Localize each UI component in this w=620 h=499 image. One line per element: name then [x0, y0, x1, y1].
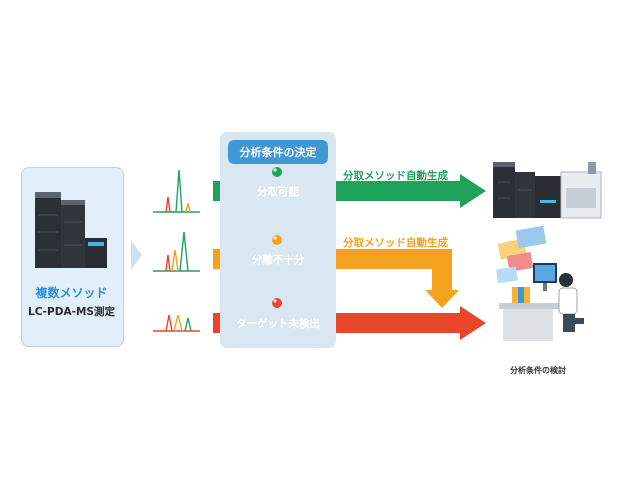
review-caption: 分析条件の検討 — [510, 366, 566, 375]
flow-chevron-icon — [131, 240, 142, 270]
outcome-label-separable: 分取可能 — [257, 186, 299, 198]
input-title: 複数メソッド — [35, 286, 108, 300]
auto-method-label-top: 分取メソッド自動生成 — [343, 170, 448, 182]
prep-lc-system-icon — [493, 162, 602, 219]
auto-method-label-middle: 分取メソッド自動生成 — [343, 237, 448, 249]
chromatogram-insufficient-icon — [153, 231, 200, 272]
outcome-label-notdetected: ターゲット未検出 — [236, 318, 320, 330]
input-subtitle: LC-PDA-MS測定 — [28, 306, 115, 318]
scientist-workstation-icon — [496, 225, 584, 341]
chromatogram-notdetected-icon — [153, 314, 200, 332]
lc-instrument-icon — [35, 192, 107, 268]
outcome-label-insufficient: 分離不十分 — [251, 254, 305, 266]
chromatogram-separable-icon — [153, 169, 200, 213]
decision-header: 分析条件の決定 — [228, 140, 328, 164]
